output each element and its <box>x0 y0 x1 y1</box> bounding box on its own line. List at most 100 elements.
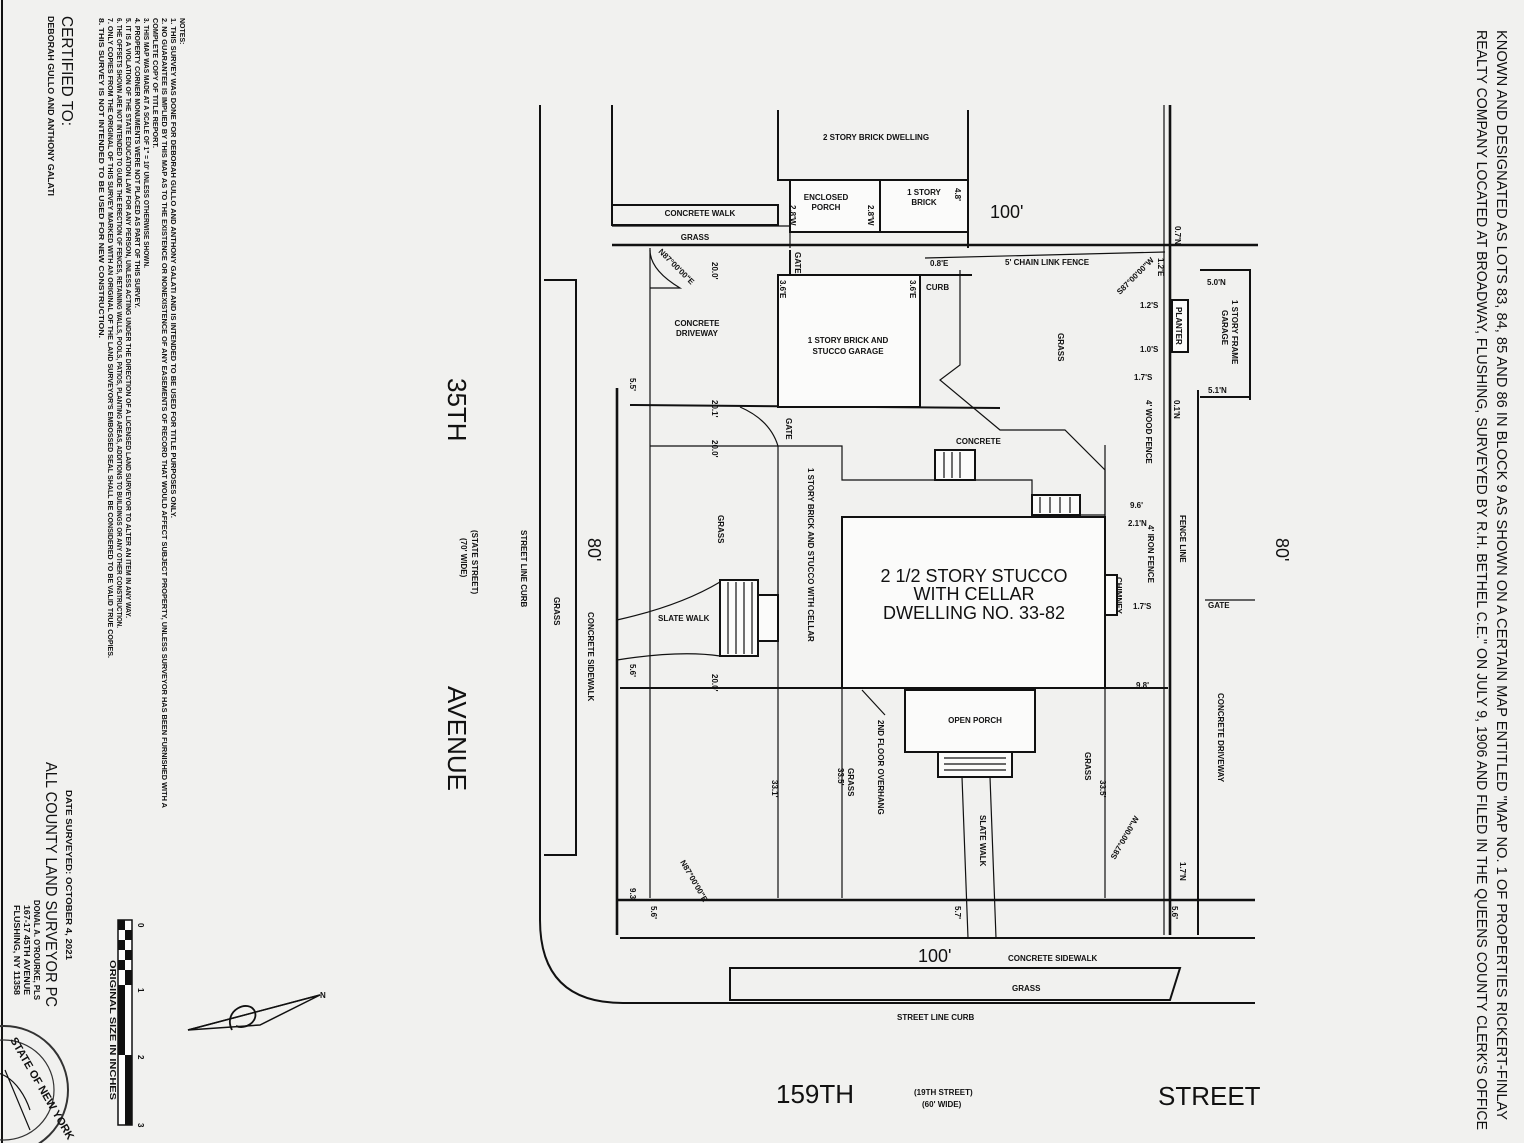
label-concrete-walk: CONCRETE WALK <box>665 209 736 218</box>
offset-label: 3.6'E <box>778 280 787 299</box>
offset-label: 5.6' <box>628 664 637 677</box>
offset-label: 1.7'S <box>1133 602 1152 611</box>
certified-block: CERTIFIED TO: DEBORAH GULLO AND ANTHONY … <box>46 16 75 196</box>
offset-label: 1.2'E <box>1156 258 1165 277</box>
concrete-walk-strip <box>611 204 779 226</box>
label-open-porch: OPEN PORCH <box>948 716 1002 725</box>
garage-gate <box>739 406 779 447</box>
label-concrete-sidewalk-avenue: CONCRETE SIDEWALK <box>586 612 595 702</box>
offset-label: 5.6' <box>649 906 658 919</box>
surveyor-seal-icon: STATE OF NEW YORK <box>0 1025 76 1143</box>
scale-caption: ORIGINAL SIZE IN INCHES <box>108 960 117 1101</box>
label-brick-dwelling: 2 STORY BRICK DWELLING <box>823 133 929 142</box>
overhang-leader <box>861 689 886 716</box>
label-grass-side: GRASS <box>846 768 855 797</box>
certified-names: DEBORAH GULLO AND ANTHONY GALATI <box>46 16 55 196</box>
header-note: KNOWN AND DESIGNATED AS LOTS 83, 84, 85 … <box>1473 30 1510 1130</box>
driveway-curve <box>649 249 683 289</box>
offset-label: 5.5' <box>628 378 637 391</box>
dimension-top: 100' <box>990 202 1023 222</box>
offset-label: 2.8'W <box>866 205 875 226</box>
house-label-line1: 2 1/2 STORY STUCCO <box>880 566 1067 586</box>
label-one-story-brick2: BRICK <box>911 198 937 207</box>
scale-bar-segment <box>118 960 125 970</box>
slate-walk-avenue <box>616 581 721 661</box>
surveyor-address2: FLUSHING, NY 11358 <box>12 905 21 996</box>
offset-label: 1.2'S <box>1140 301 1159 310</box>
label-street-line-curb-avenue: STREET LINE CURB <box>519 530 528 608</box>
north-label: N <box>320 991 326 1000</box>
seal-text: STATE OF NEW YORK <box>7 1036 75 1143</box>
label-wood-fence: 4' WOOD FENCE <box>1144 400 1153 464</box>
label-overhang: 2ND FLOOR OVERHANG <box>876 720 885 815</box>
offset-label: 5.6' <box>1170 906 1179 919</box>
street-note2: (60' WIDE) <box>922 1100 962 1109</box>
label-concrete-sidewalk-street: CONCRETE SIDEWALK <box>1008 954 1098 963</box>
notes-line: 4. PROPERTY CORNER MONUMENTS WERE NOT PL… <box>133 18 140 308</box>
offset-label: 5.0'N <box>1207 278 1226 287</box>
offset-label: 5.7' <box>953 906 962 919</box>
label-slate-walk-street: SLATE WALK <box>978 815 987 867</box>
offset-label: 1.7'S <box>1134 373 1153 382</box>
offset-label: 0.7'N <box>1173 226 1182 245</box>
offset-label: 2.1'N <box>1128 519 1147 528</box>
neighbor-grass <box>612 225 791 248</box>
label-garage: 1 STORY BRICK AND <box>808 336 889 345</box>
offset-label: 33.5' <box>836 768 845 786</box>
bearing-label: S87°00'00"W <box>1109 814 1141 861</box>
label-concrete-driveway2: DRIVEWAY <box>676 329 719 338</box>
surveyor-company: ALL COUNTY LAND SURVEYOR PC <box>42 762 59 1007</box>
house-label-line3: DWELLING NO. 33-82 <box>883 603 1065 623</box>
notes-line: 8. THIS SURVEY IS NOT INTENDED TO BE USE… <box>97 18 104 338</box>
bearing-label: S87°00'00"W <box>1115 255 1156 296</box>
avenue-name-avenue: AVENUE <box>442 686 472 791</box>
label-grass-avenue: GRASS <box>552 597 561 626</box>
label-frame-garage2: GARAGE <box>1220 310 1229 346</box>
avenue-grass-strip <box>544 279 577 856</box>
garage-building <box>777 274 921 408</box>
offset-label: 3.6'E <box>908 280 917 299</box>
notes-line: 2. NO GUARANTEE IS IMPLIED BY THIS MAP A… <box>160 18 167 808</box>
scale-bar-segment <box>125 930 132 940</box>
header-note-line2: REALTY COMPANY LOCATED AT BROADWAY, FLUS… <box>1473 30 1490 1130</box>
notes-line: 7. ONLY COPIES FROM THE ORIGINAL OF THIS… <box>106 18 113 658</box>
scale-bar-segment <box>118 940 125 950</box>
label-gate-garage: GATE <box>784 418 793 440</box>
dimension-right: 80' <box>1272 538 1292 561</box>
label-chimney: CHIMNEY <box>1114 577 1123 615</box>
house-label-line2: WITH CELLAR <box>913 584 1034 604</box>
dimension-bottom: 100' <box>918 946 951 966</box>
street-name-159th: 159TH <box>776 1079 854 1109</box>
label-conc-driveway-right: CONCRETE DRIVEWAY <box>1216 693 1225 783</box>
offset-label: 5.1'N <box>1208 386 1227 395</box>
street-grass-strip <box>729 967 1182 1001</box>
surveyor-address1: 167-17 45TH AVENUE <box>22 905 31 996</box>
label-grass-yard: GRASS <box>1056 333 1065 362</box>
scale-bar-segment <box>125 1055 132 1125</box>
notes-line: 5. IT IS A VIOLATION OF THE STATE EDUCAT… <box>124 18 131 618</box>
label-grass-front: GRASS <box>716 515 725 544</box>
label-enclosed-porch: ENCLOSED <box>804 193 849 202</box>
north-arrow-icon: N <box>187 991 326 1031</box>
offset-label: 4.8' <box>953 188 962 201</box>
offset-label: 20.0' <box>710 440 719 458</box>
frame-garage <box>1200 269 1251 400</box>
label-planter: PLANTER <box>1174 307 1183 345</box>
main-house <box>841 516 1106 689</box>
dimension-left: 80' <box>584 538 604 561</box>
scale-bar-segment <box>118 920 125 930</box>
label-curb: CURB <box>926 283 949 292</box>
offset-label: 0.1'N <box>1172 400 1181 419</box>
label-concrete: CONCRETE <box>956 437 1002 446</box>
surveyor-name: DONAL A. O'ROURKE, PLS <box>32 900 41 1001</box>
side-steps <box>1031 494 1081 516</box>
notes-title: NOTES: <box>178 18 185 44</box>
label-iron-fence: 4' IRON FENCE <box>1146 525 1155 584</box>
offset-label: 1.7'N <box>1178 862 1187 881</box>
scale-tick-0: 0 <box>136 923 145 928</box>
avenue-street-line-curb <box>539 105 1255 1004</box>
offset-label: 9.6' <box>1130 501 1143 510</box>
neighbor-brick-dwelling <box>777 110 969 181</box>
certified-title: CERTIFIED TO: <box>58 16 75 126</box>
